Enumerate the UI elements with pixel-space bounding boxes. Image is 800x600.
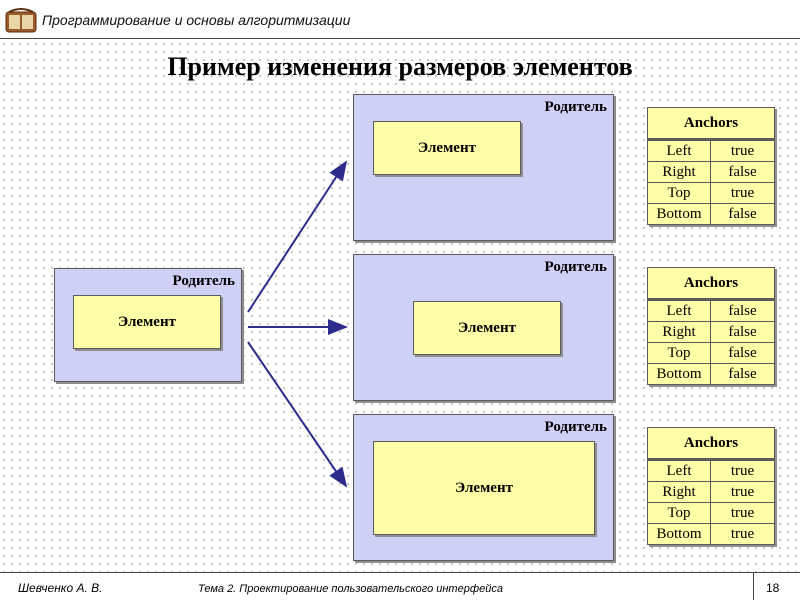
result-parent-2: Родитель Элемент bbox=[353, 254, 614, 401]
author: Шевченко А. В. bbox=[18, 581, 103, 595]
source-parent: Родитель Элемент bbox=[54, 268, 242, 382]
anchors-table-3: Anchors Left true Right true Top true Botto… bbox=[647, 427, 775, 545]
anchor-value: false bbox=[728, 164, 757, 180]
source-element: Элемент bbox=[73, 295, 221, 349]
anchors-row: Left true bbox=[648, 140, 774, 161]
parent-label: Родитель bbox=[544, 259, 607, 275]
anchor-value: false bbox=[728, 345, 757, 361]
footer-separator bbox=[753, 572, 754, 600]
anchors-table-1: Anchors Left true Right false Top true Bott… bbox=[647, 107, 775, 225]
anchors-row: Right false bbox=[648, 161, 774, 182]
result-element-2: Элемент bbox=[413, 301, 561, 355]
anchors-row: Top false bbox=[648, 342, 774, 363]
anchors-row: Bottom true bbox=[648, 523, 774, 544]
result-element-1: Элемент bbox=[373, 121, 521, 175]
anchors-row: Bottom false bbox=[648, 363, 774, 384]
anchor-value: false bbox=[728, 324, 757, 340]
parent-label: Родитель bbox=[172, 273, 235, 289]
anchor-value: false bbox=[728, 303, 757, 319]
anchor-key: Left bbox=[648, 301, 711, 321]
arrow-to-third bbox=[247, 341, 348, 488]
anchor-key: Bottom bbox=[648, 204, 711, 224]
anchor-value: false bbox=[728, 366, 757, 382]
slide-title: Пример изменения размеров элементов bbox=[167, 52, 633, 81]
header-divider bbox=[0, 38, 800, 39]
anchor-key: Right bbox=[648, 482, 711, 502]
anchor-key: Top bbox=[648, 503, 711, 523]
anchor-value: false bbox=[728, 206, 757, 222]
anchors-row: Left false bbox=[648, 300, 774, 321]
anchors-header: Anchors bbox=[648, 428, 774, 460]
arrow-to-first bbox=[247, 160, 348, 313]
anchor-key: Top bbox=[648, 343, 711, 363]
anchors-header: Anchors bbox=[648, 268, 774, 300]
result-element-3: Элемент bbox=[373, 441, 595, 535]
slide-header: Программирование и основы алгоритмизации bbox=[0, 0, 800, 40]
course-title: Программирование и основы алгоритмизации bbox=[42, 12, 351, 28]
footer-divider bbox=[0, 572, 800, 573]
page-number: 18 bbox=[766, 581, 780, 595]
anchor-value: true bbox=[730, 463, 755, 479]
anchors-row: Left true bbox=[648, 460, 774, 481]
anchors-row: Right true bbox=[648, 481, 774, 502]
anchors-row: Right false bbox=[648, 321, 774, 342]
anchor-key: Right bbox=[648, 322, 711, 342]
anchors-header: Anchors bbox=[648, 108, 774, 140]
topic: Тема 2. Проектирование пользовательского… bbox=[198, 583, 503, 595]
anchor-value: true bbox=[730, 484, 755, 500]
anchor-key: Right bbox=[648, 162, 711, 182]
parent-label: Родитель bbox=[544, 99, 607, 115]
anchor-value: true bbox=[730, 526, 755, 542]
parent-label: Родитель bbox=[544, 419, 607, 435]
anchors-table-2: Anchors Left false Right false Top false Bo… bbox=[647, 267, 775, 385]
slide-footer: Шевченко А. В. Тема 2. Проектирование по… bbox=[0, 572, 800, 600]
anchor-key: Left bbox=[648, 461, 711, 481]
anchor-value: true bbox=[730, 505, 755, 521]
anchors-row: Top true bbox=[648, 182, 774, 203]
result-parent-3: Родитель Элемент bbox=[353, 414, 614, 561]
anchors-row: Top true bbox=[648, 502, 774, 523]
anchor-key: Top bbox=[648, 183, 711, 203]
anchors-row: Bottom false bbox=[648, 203, 774, 224]
result-parent-1: Родитель Элемент bbox=[353, 94, 614, 241]
book-icon bbox=[5, 8, 37, 33]
anchor-key: Bottom bbox=[648, 524, 711, 544]
anchor-value: true bbox=[730, 143, 755, 159]
anchor-value: true bbox=[730, 185, 755, 201]
anchor-key: Left bbox=[648, 141, 711, 161]
anchor-key: Bottom bbox=[648, 364, 711, 384]
